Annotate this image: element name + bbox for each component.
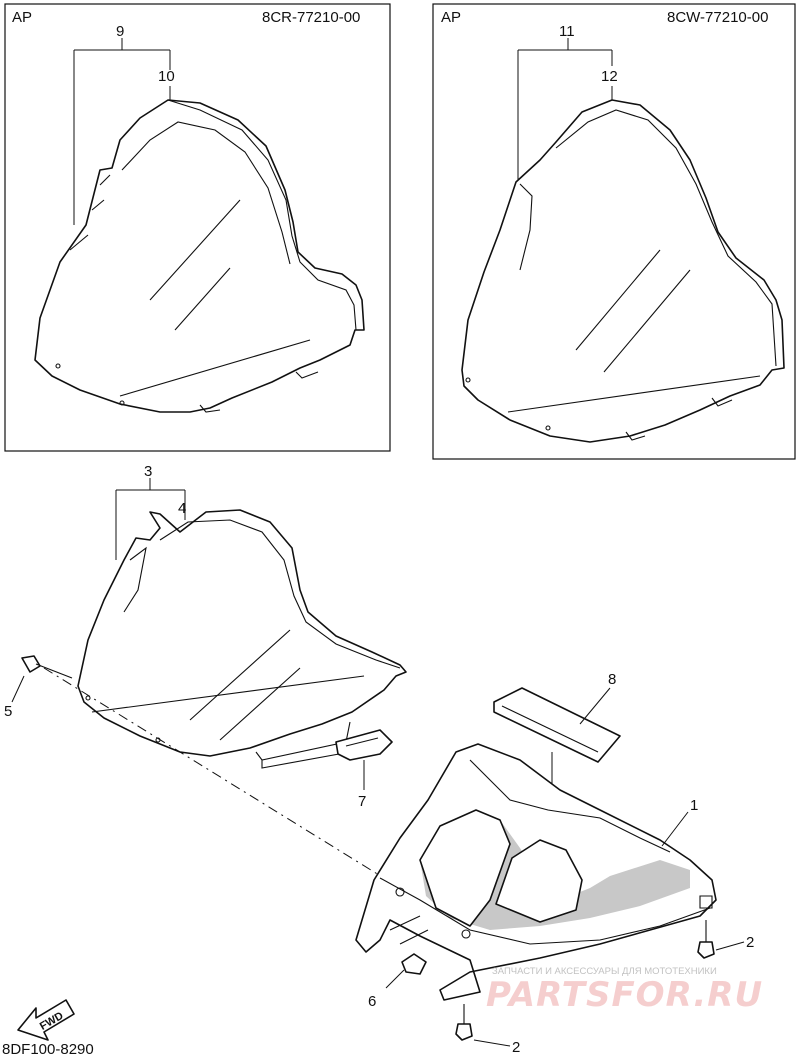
drawing-code: 8DF100-8290 (2, 1041, 94, 1057)
grommet-6 (401, 953, 427, 975)
callout-2-bottom: 2 (512, 1039, 520, 1056)
windshield-option-box-left: AP 8CR-77210-00 9 10 (4, 3, 391, 452)
watermark-brand: PARTSFOR.RU (486, 975, 763, 1015)
watermark-caption: ЗАПЧАСТИ И АКСЕССУАРЫ ДЛЯ МОТОТЕХНИКИ (492, 966, 717, 977)
part-code-left: 8CR-77210-00 (262, 9, 360, 26)
upper-cowling-1 (355, 743, 717, 1001)
bracket-7 (335, 729, 393, 761)
ap-label-right: AP (441, 9, 461, 26)
callout-1: 1 (690, 797, 698, 814)
fwd-label: FWD (38, 1010, 66, 1033)
callout-9: 9 (116, 23, 124, 40)
bolt-2-right (697, 895, 715, 959)
callout-5: 5 (4, 703, 12, 720)
assembly-line (43, 667, 401, 889)
callout-11: 11 (559, 23, 575, 40)
pad-8 (493, 687, 621, 763)
windshield-option-box-right: AP 8CW-77210-00 11 12 (432, 3, 796, 460)
bolt-5 (21, 655, 73, 679)
callout-10: 10 (158, 68, 175, 85)
windshield-right (461, 99, 785, 443)
watermark: ЗАПЧАСТИ И АКСЕССУАРЫ ДЛЯ МОТОТЕХНИКИ PA… (486, 966, 763, 1015)
ap-label-left: AP (12, 9, 32, 26)
bolt-2-bottom (455, 1004, 473, 1041)
bracket-3 (115, 478, 186, 560)
callout-8: 8 (608, 671, 616, 688)
windshield-main (77, 509, 407, 769)
fwd-arrow-icon: FWD (17, 999, 75, 1041)
callout-6: 6 (368, 993, 376, 1010)
callout-4: 4 (178, 500, 186, 517)
callout-3: 3 (144, 463, 152, 480)
callout-12: 12 (601, 68, 618, 85)
windshield-left (34, 99, 365, 413)
callout-7: 7 (358, 793, 366, 810)
part-code-right: 8CW-77210-00 (667, 9, 768, 26)
callout-2-right: 2 (746, 934, 754, 951)
